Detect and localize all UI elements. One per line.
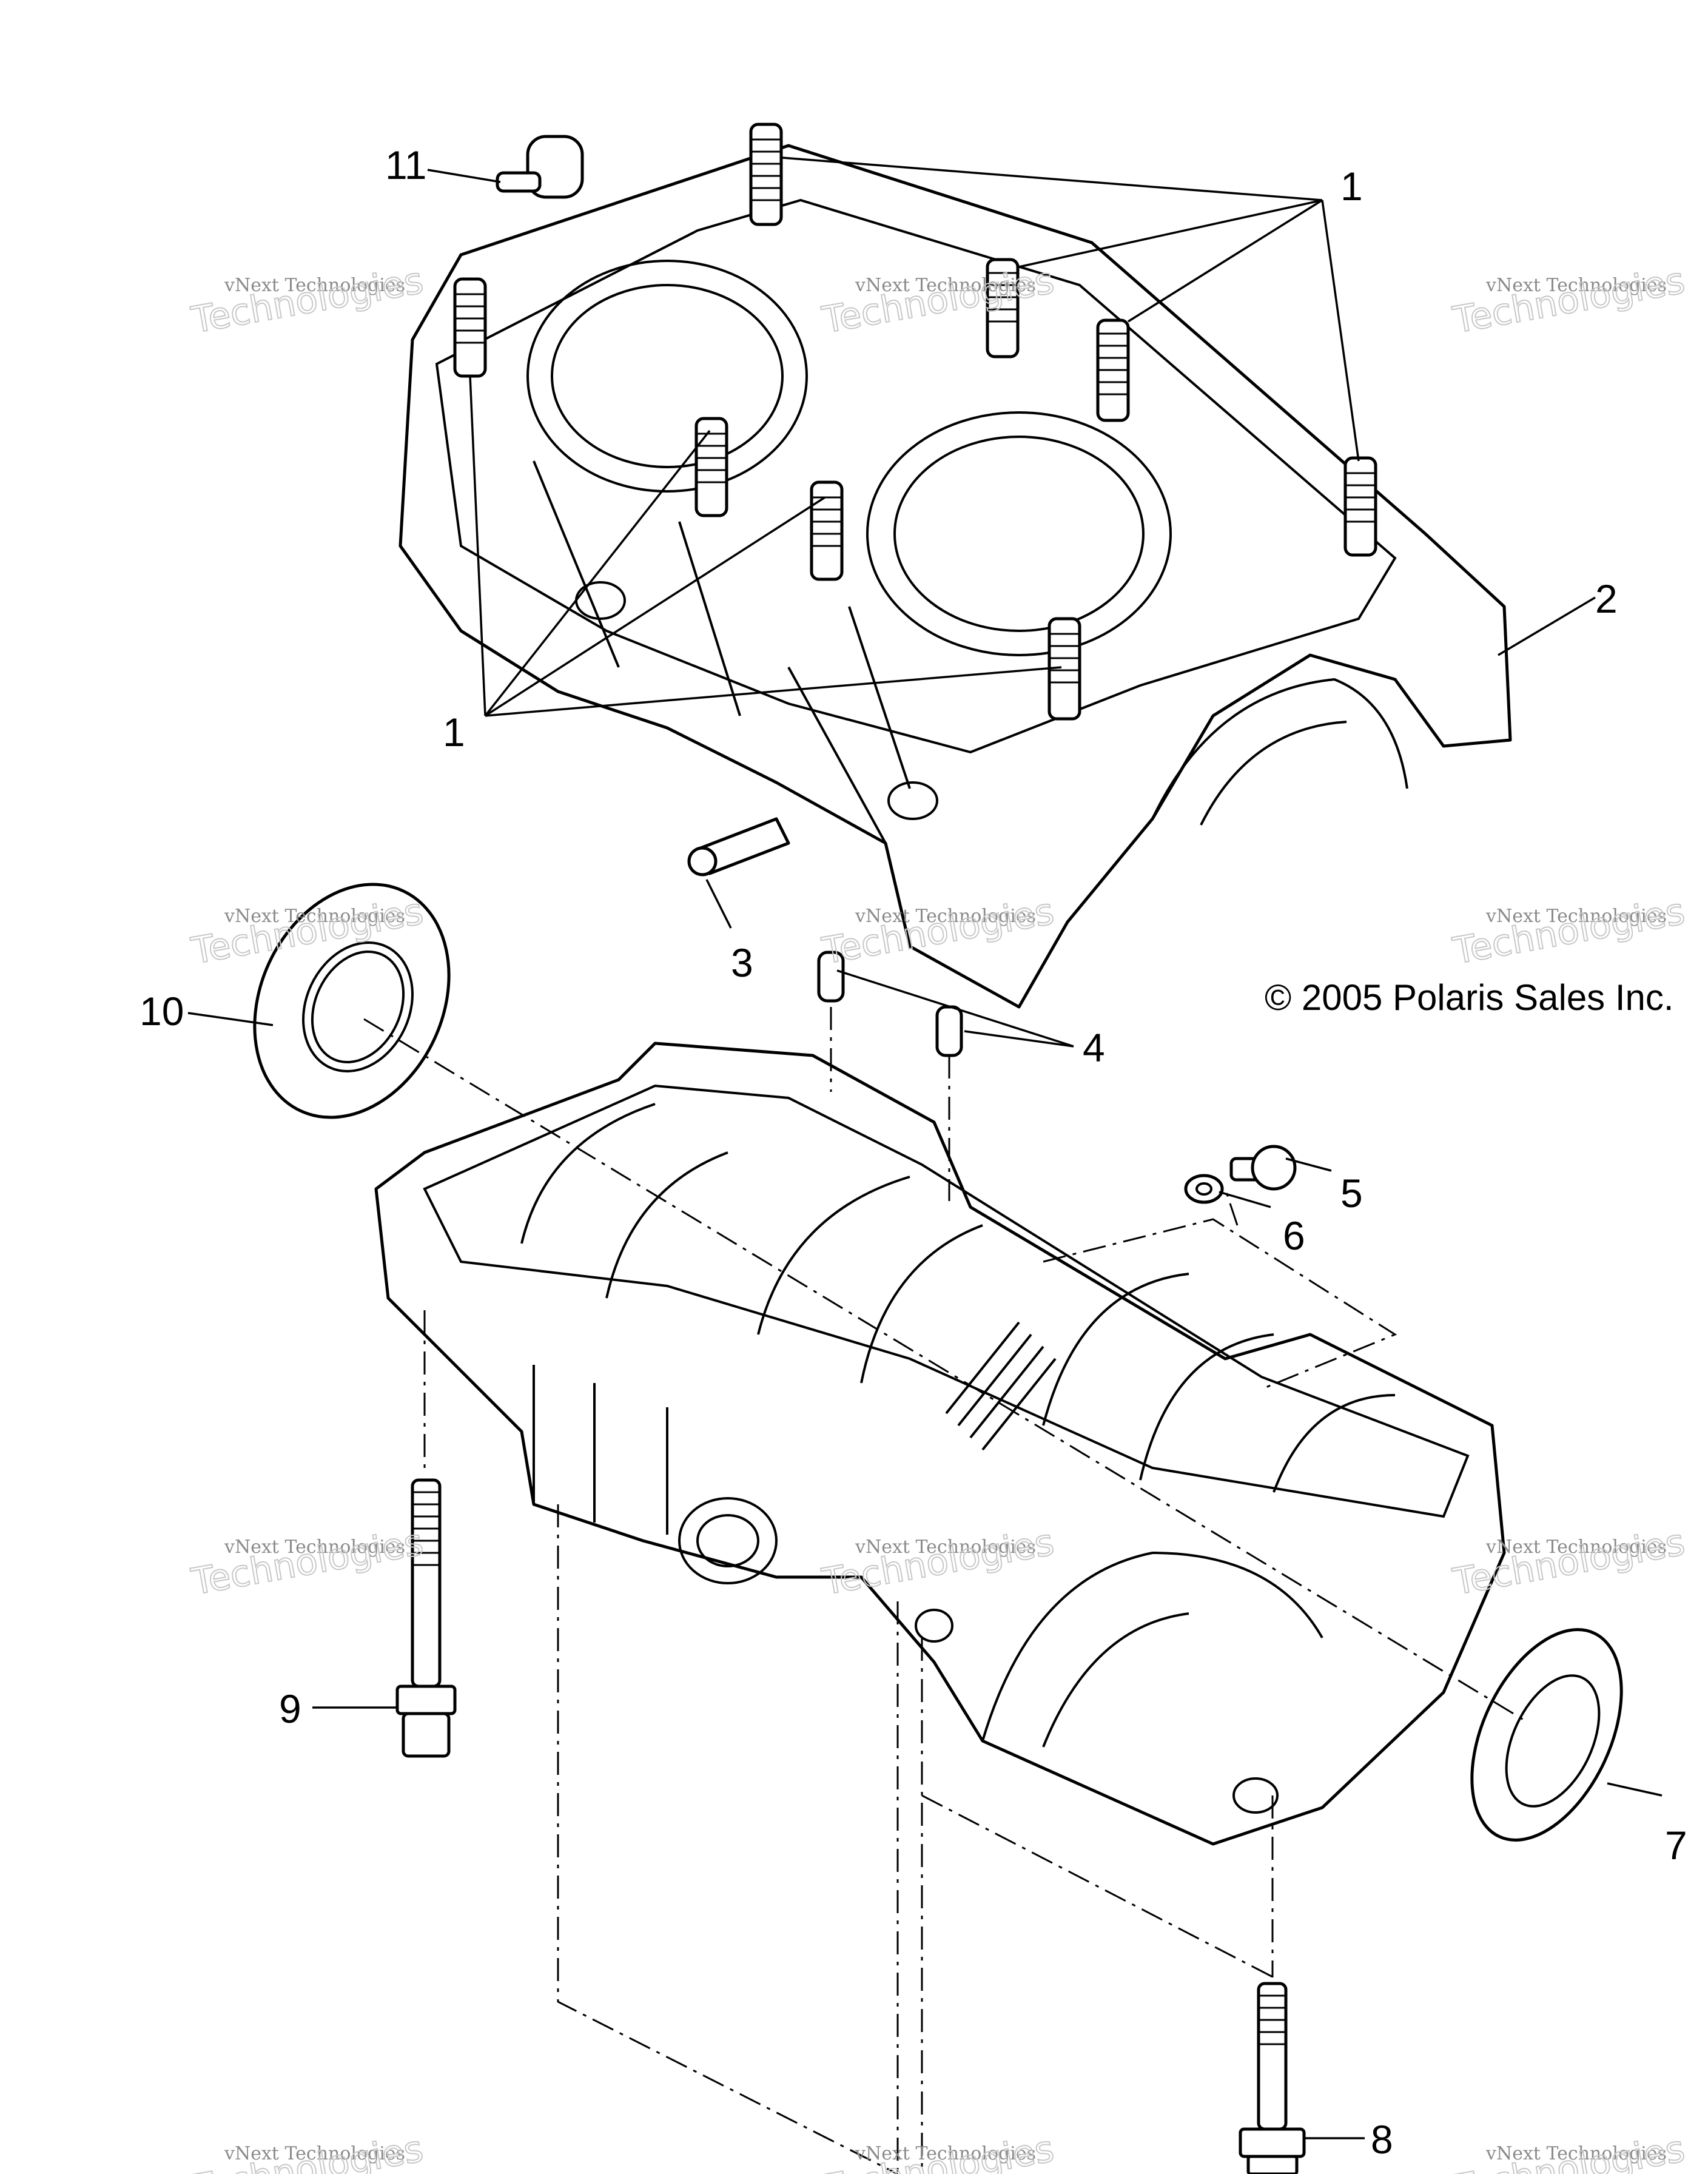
long-bolt xyxy=(395,1478,457,1758)
svg-text:vNext Technologies: vNext Technologies xyxy=(855,2143,1036,2164)
elbow-fitting xyxy=(496,135,584,199)
watermark: vNext Technologies Technologies xyxy=(187,259,427,343)
stud-6 xyxy=(694,417,728,517)
stud-1 xyxy=(749,123,783,226)
svg-text:vNext Technologies: vNext Technologies xyxy=(224,906,405,927)
callout-8: 8 xyxy=(1371,2117,1393,2162)
stud-3 xyxy=(1096,318,1130,422)
cylinder-studs xyxy=(453,123,1377,721)
alignment-lines xyxy=(363,1007,1529,2174)
crankshaft-seal-left xyxy=(253,883,451,1119)
callout-11: 11 xyxy=(385,143,427,187)
watermark: vNext Technologies Technologies xyxy=(1449,2127,1689,2174)
crankshaft-seal-right xyxy=(1470,1628,1623,1842)
callout-10: 10 xyxy=(140,989,184,1034)
upper-crankcase xyxy=(398,144,1512,1009)
watermark: vNext Technologies Technologies xyxy=(187,1521,427,1604)
svg-text:vNext Technologies: vNext Technologies xyxy=(855,906,1036,927)
stud-2 xyxy=(986,258,1020,358)
callout-7: 7 xyxy=(1665,1823,1687,1868)
stud-7 xyxy=(810,480,844,581)
callout-1-top: 1 xyxy=(1340,164,1363,209)
stud-5 xyxy=(453,277,487,378)
svg-text:vNext Technologies: vNext Technologies xyxy=(1485,1536,1667,1558)
copyright-notice: © 2005 Polaris Sales Inc. xyxy=(1265,977,1674,1018)
svg-text:vNext Technologies: vNext Technologies xyxy=(224,1536,405,1558)
short-bolt xyxy=(1239,1982,1306,2174)
watermark: vNext Technologies Technologies xyxy=(187,2127,427,2174)
svg-text:vNext Technologies: vNext Technologies xyxy=(1485,906,1667,927)
callouts: 1 1 2 3 4 5 6 7 8 9 10 11 xyxy=(140,143,1687,2162)
svg-text:vNext Technologies: vNext Technologies xyxy=(1485,275,1667,296)
lower-crankcase xyxy=(374,1042,1506,1846)
watermark: vNext Technologies Technologies xyxy=(1449,259,1689,343)
callout-6: 6 xyxy=(1283,1213,1305,1258)
locating-pin xyxy=(687,817,790,877)
watermark: vNext Technologies Technologies xyxy=(1449,890,1689,974)
callout-1-left: 1 xyxy=(443,710,465,755)
svg-text:Technologies: Technologies xyxy=(188,1521,426,1604)
stud-4 xyxy=(1343,456,1377,557)
svg-text:vNext Technologies: vNext Technologies xyxy=(1485,2143,1667,2164)
callout-3: 3 xyxy=(731,940,753,985)
screw xyxy=(1229,1145,1297,1191)
washer xyxy=(1184,1174,1224,1204)
callout-4: 4 xyxy=(1083,1025,1105,1070)
callout-5: 5 xyxy=(1340,1171,1363,1216)
svg-text:Technologies: Technologies xyxy=(188,260,426,342)
svg-text:vNext Technologies: vNext Technologies xyxy=(224,275,405,296)
leader-lines xyxy=(187,156,1663,2139)
watermark: vNext Technologies Technologies xyxy=(818,2127,1058,2174)
callout-2: 2 xyxy=(1595,576,1618,621)
svg-text:vNext Technologies: vNext Technologies xyxy=(855,1536,1036,1558)
svg-text:vNext Technologies: vNext Technologies xyxy=(224,2143,405,2164)
svg-text:Technologies: Technologies xyxy=(1450,260,1688,342)
svg-text:Technologies: Technologies xyxy=(1450,890,1688,973)
callout-9: 9 xyxy=(279,1686,301,1731)
svg-text:vNext Technologies: vNext Technologies xyxy=(855,275,1036,296)
